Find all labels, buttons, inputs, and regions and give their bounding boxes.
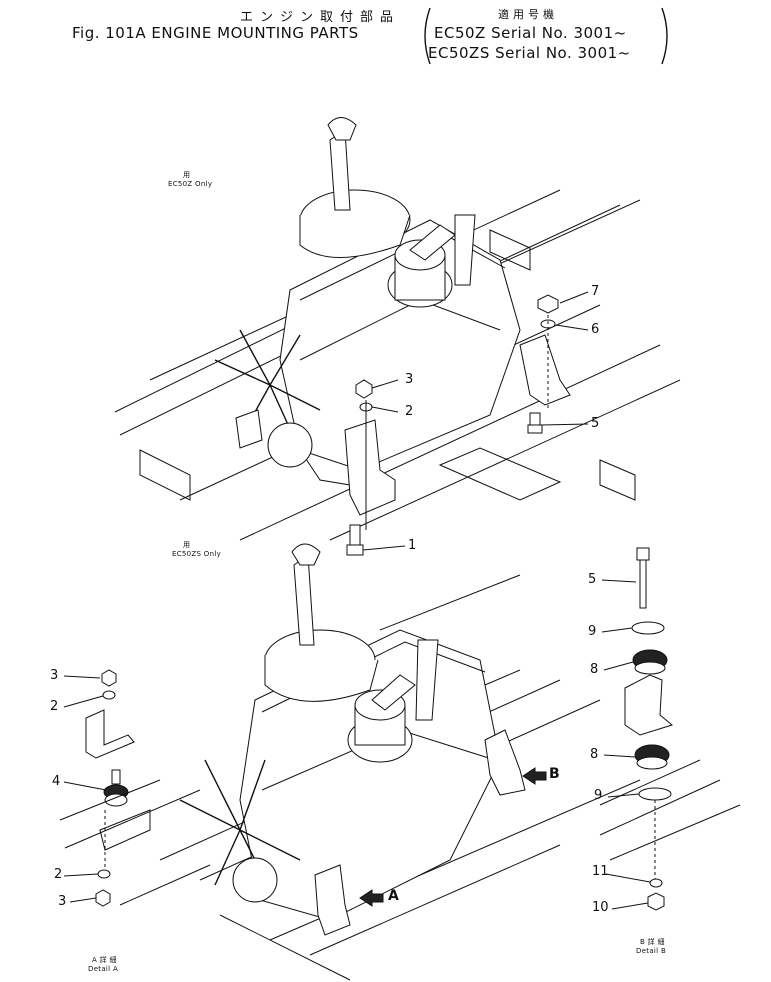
detail-a-nut-3b xyxy=(95,889,111,907)
bottom-variant-jp: 用 xyxy=(183,541,191,549)
detail-a-jp: A 詳 細 xyxy=(92,956,117,964)
detail-a-nut-3 xyxy=(101,669,117,687)
detail-a-callout-2b: 2 xyxy=(54,867,63,882)
arrow-b xyxy=(522,767,547,785)
nut-3 xyxy=(355,379,373,399)
bolt-5-top xyxy=(529,412,541,426)
detail-a-callout-4: 4 xyxy=(52,774,61,789)
detail-b-washer-11 xyxy=(649,878,663,888)
detail-b-callout-8b: 8 xyxy=(590,747,599,762)
detail-b-callout-9b: 9 xyxy=(594,788,603,803)
callout-6: 6 xyxy=(591,322,600,337)
detail-b-marker: B xyxy=(549,766,560,782)
detail-a-callout-2: 2 xyxy=(50,699,59,714)
bottom-variant-label: EC50ZS Only xyxy=(172,550,222,558)
callout-5: 5 xyxy=(591,416,600,431)
top-variant-label: EC50Z Only xyxy=(168,180,213,188)
detail-b-jp: B 詳 細 xyxy=(640,938,665,946)
top-variant-jp: 用 xyxy=(183,171,191,179)
detail-a-washer-2 xyxy=(102,690,116,700)
detail-b-washer-9 xyxy=(631,621,665,635)
applicability-japanese: 適用号機 xyxy=(498,8,558,21)
arrow-a xyxy=(359,889,384,907)
serial-range-ec50zs: EC50ZS Serial No. 3001~ xyxy=(428,44,631,62)
detail-b-drawing xyxy=(599,547,741,911)
detail-a-callout-3b: 3 xyxy=(58,894,67,909)
callout-1: 1 xyxy=(408,538,417,553)
callout-2: 2 xyxy=(405,404,414,419)
bolt-1 xyxy=(349,524,361,548)
title-japanese: エンジン取付部品 xyxy=(240,10,401,25)
detail-b-bracket xyxy=(624,674,674,736)
detail-b-washer-9b xyxy=(638,787,672,801)
detail-b-bolt-head-5 xyxy=(636,547,650,561)
bracket-right xyxy=(661,7,668,65)
detail-b-callout-9: 9 xyxy=(588,624,597,639)
nut-7 xyxy=(537,294,559,314)
detail-a-bracket xyxy=(85,709,135,759)
engine-assembly-bottom xyxy=(159,543,641,981)
detail-a-washer-2b xyxy=(97,869,111,879)
bracket-left xyxy=(424,7,431,65)
detail-b-label: Detail B xyxy=(636,947,667,955)
detail-a-label: Detail A xyxy=(88,965,119,973)
detail-a-callout-3: 3 xyxy=(50,668,59,683)
detail-b-callout-10: 10 xyxy=(592,900,609,915)
detail-a-marker: A xyxy=(388,888,399,904)
figure-title: Fig. 101A ENGINE MOUNTING PARTS xyxy=(72,24,359,42)
detail-b-callout-5: 5 xyxy=(588,572,597,587)
detail-b-callout-11: 11 xyxy=(592,864,609,879)
detail-b-nut-10 xyxy=(647,892,665,911)
engine-assembly-top xyxy=(114,117,681,556)
detail-a-stud xyxy=(111,769,121,785)
callout-7: 7 xyxy=(591,284,600,299)
serial-range-ec50z: EC50Z Serial No. 3001~ xyxy=(434,24,627,42)
callout-3: 3 xyxy=(405,372,414,387)
detail-b-callout-8: 8 xyxy=(590,662,599,677)
detail-a-drawing xyxy=(59,669,211,907)
